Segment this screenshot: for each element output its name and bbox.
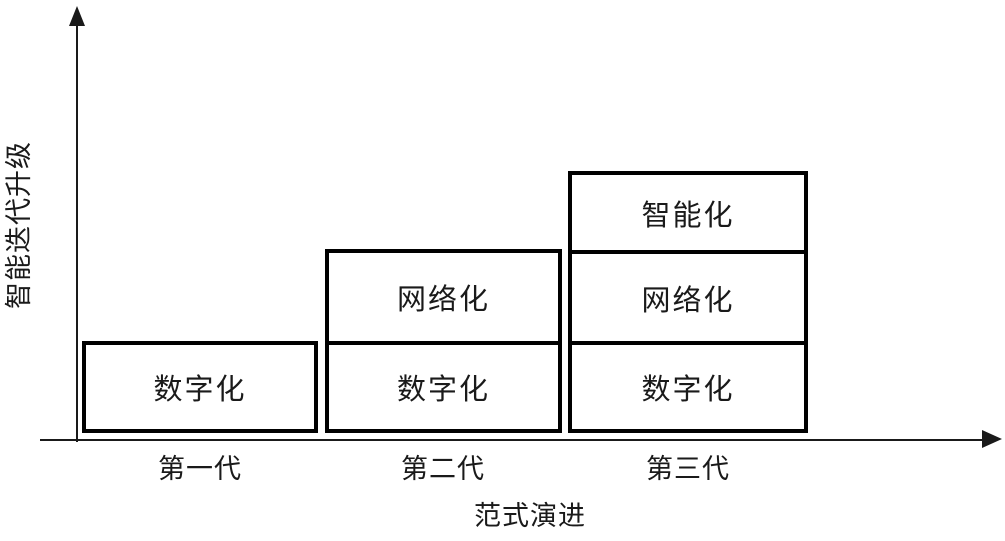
bar-segment-networking: 网络化: [568, 250, 808, 345]
x-tick-label-generation-2: 第二代: [401, 454, 485, 485]
stacked-bar-generation-1: 数字化: [82, 341, 318, 433]
bar-segment-digitalization: 数字化: [82, 341, 318, 433]
stacked-bar-generation-3: 智能化 网络化 数字化: [568, 171, 808, 433]
bar-segment-intelligentization: 智能化: [568, 171, 808, 254]
y-axis-title: 智能迭代升级: [4, 141, 35, 309]
x-axis-title: 范式演进: [474, 501, 586, 532]
x-axis-arrow-icon: [982, 430, 1002, 448]
bar-segment-networking: 网络化: [325, 249, 562, 345]
x-tick-label-generation-1: 第一代: [158, 454, 242, 485]
bar-segment-digitalization: 数字化: [325, 341, 562, 433]
y-axis-line: [76, 18, 78, 442]
x-tick-label-generation-3: 第三代: [646, 454, 730, 485]
y-axis-arrow-icon: [69, 6, 85, 26]
bar-segment-digitalization: 数字化: [568, 341, 808, 433]
x-axis-line: [40, 439, 992, 441]
stacked-bar-generation-2: 网络化 数字化: [325, 249, 562, 433]
